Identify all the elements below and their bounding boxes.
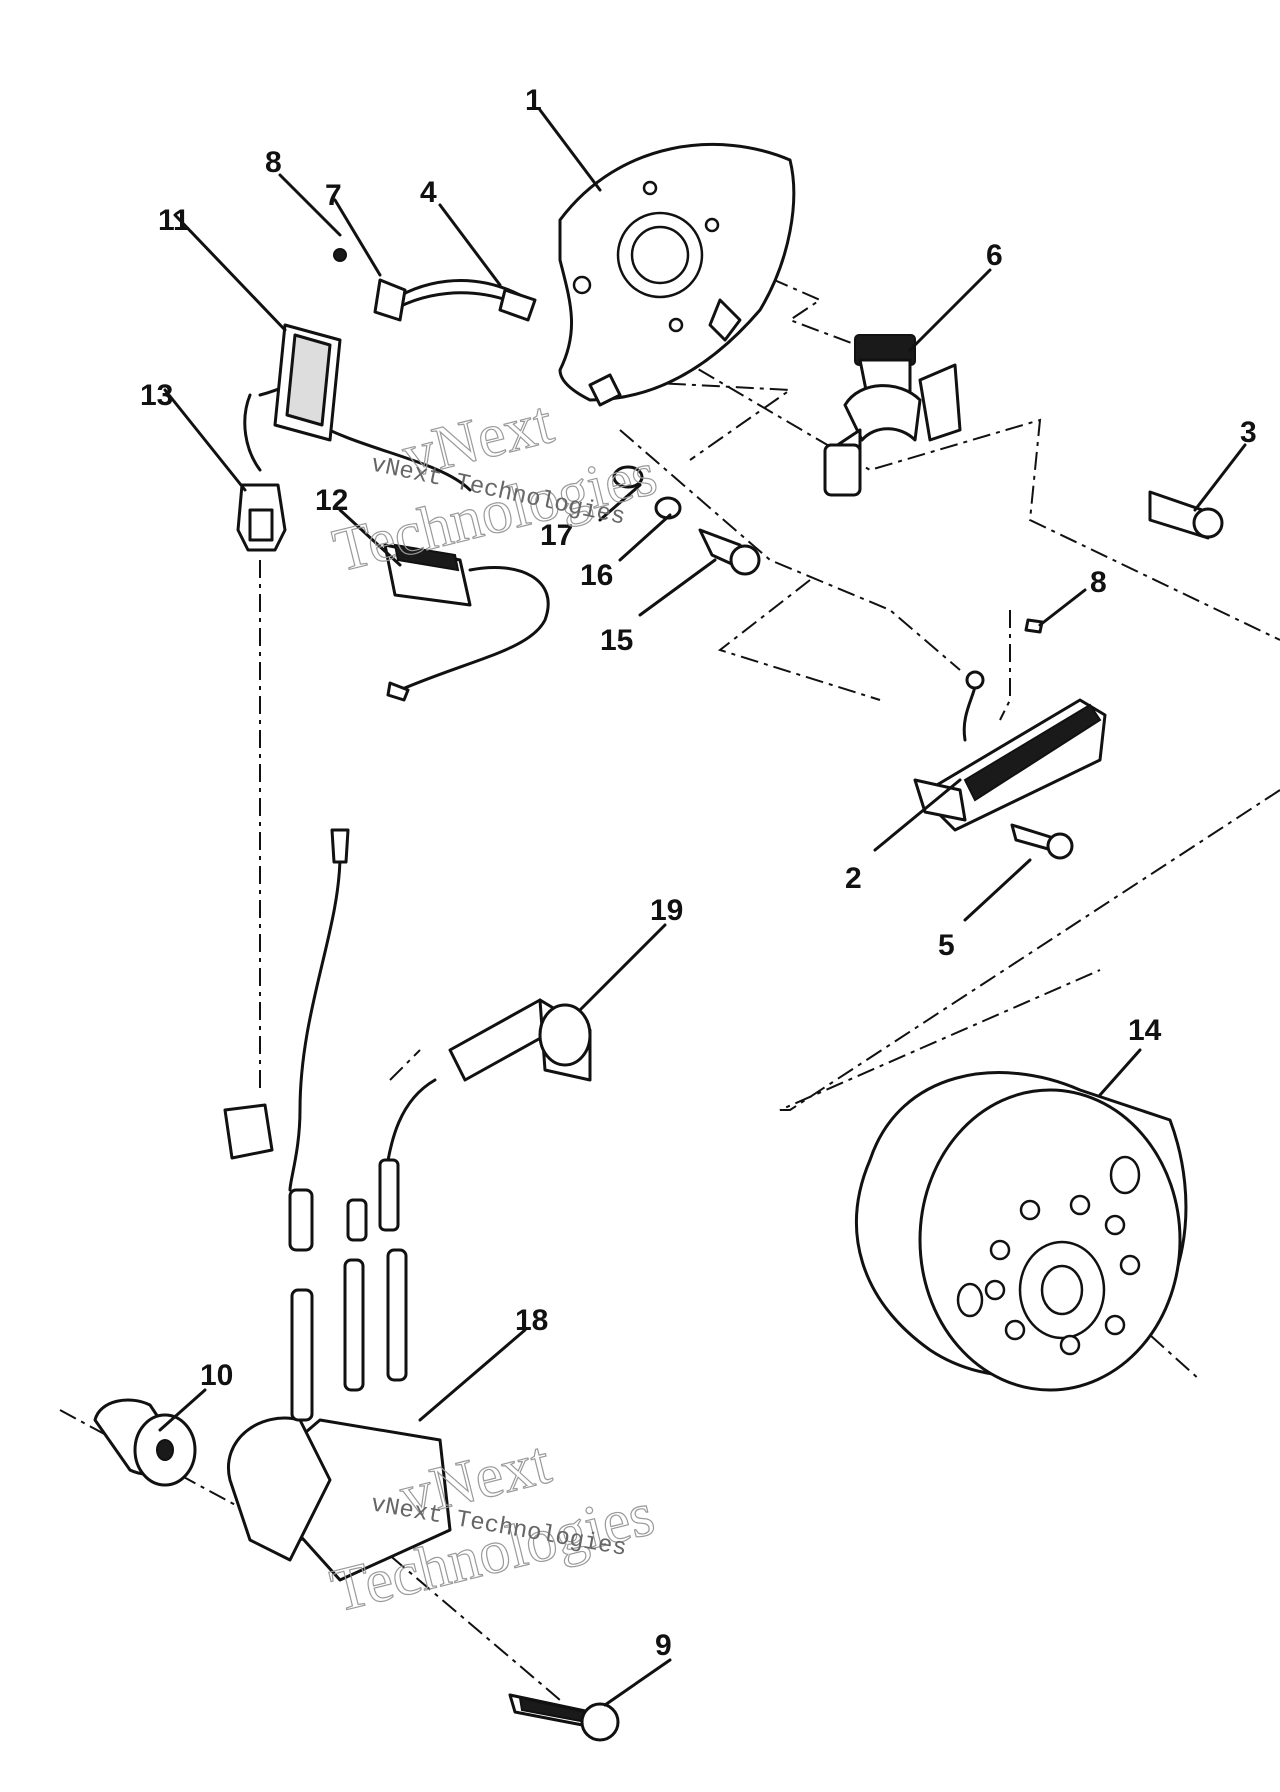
- callout-11: 11: [158, 204, 190, 237]
- callout-13: 13: [140, 379, 173, 412]
- screw-5: [1010, 823, 1074, 860]
- callout-labels: 1 2 3 4 5 6 7 8 8 9 10 11 12 13 14 15 16…: [140, 84, 1257, 1662]
- callout-18: 18: [515, 1304, 548, 1337]
- callout-19: 19: [650, 894, 683, 927]
- ignition-coil-18: [223, 828, 452, 1582]
- stator-plate: [558, 143, 796, 407]
- bolt-9: [508, 1693, 620, 1742]
- spark-cap-19: [383, 998, 592, 1182]
- callout-3: 3: [1240, 416, 1257, 449]
- callout-10: 10: [200, 1359, 233, 1392]
- callout-8-top: 8: [265, 146, 282, 179]
- callout-2: 2: [845, 862, 862, 895]
- callout-4: 4: [420, 176, 437, 209]
- connector-13: [236, 483, 287, 552]
- flywheel-14: [855, 1071, 1188, 1392]
- pickup-bracket: [823, 334, 962, 497]
- screw-3: [1148, 490, 1224, 540]
- callout-6: 6: [986, 239, 1003, 272]
- callout-7: 7: [325, 179, 342, 212]
- leader-lines: [158, 108, 1247, 1707]
- spacer-10: [93, 1398, 197, 1487]
- callout-16: 16: [580, 559, 613, 592]
- callout-12: 12: [315, 484, 348, 517]
- callout-15: 15: [600, 624, 633, 657]
- callout-14: 14: [1128, 1014, 1162, 1047]
- callout-8-right: 8: [1090, 566, 1107, 599]
- charge-coil-2: [913, 670, 1107, 832]
- wire-harness: [243, 248, 537, 492]
- screw-8-right: [1024, 618, 1044, 634]
- callout-9: 9: [655, 1629, 672, 1662]
- callout-5: 5: [938, 929, 955, 962]
- callout-1: 1: [525, 84, 542, 117]
- callout-17: 17: [540, 519, 573, 552]
- fasteners-15-16-17: [612, 465, 761, 576]
- module-12: [383, 543, 550, 702]
